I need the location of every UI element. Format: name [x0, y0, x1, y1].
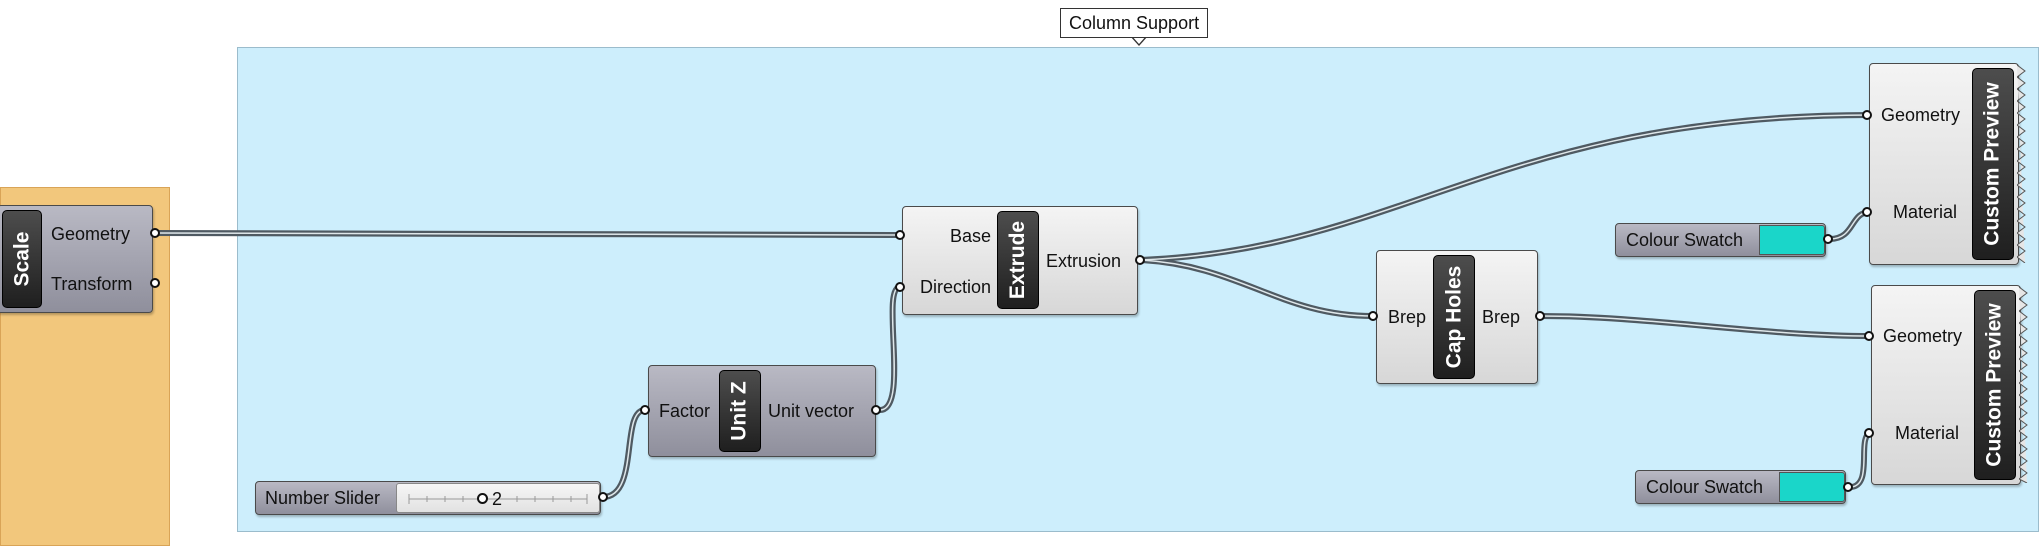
custom-preview-2[interactable]: Geometry Material Custom Preview: [1871, 285, 2021, 485]
wire-unitz-to-extrude: [877, 284, 903, 413]
extrude-nickname-text: Extrude: [1006, 220, 1029, 300]
scale-geometry-grip[interactable]: [150, 228, 160, 238]
extrude-nickname: Extrude: [997, 211, 1039, 309]
extrude-input-direction: Direction: [919, 277, 991, 297]
unit-z-nickname: Unit Z: [719, 370, 761, 452]
preview1-nickname-text: Custom Preview: [1981, 82, 2005, 246]
preview2-nickname: Custom Preview: [1974, 290, 2016, 480]
cap-holes-nickname-text: Cap Holes: [1442, 265, 1466, 369]
preview2-geometry-grip[interactable]: [1864, 331, 1874, 341]
preview2-input-material: Material: [1895, 423, 1960, 443]
cap-holes-input-grip[interactable]: [1368, 311, 1378, 321]
scale-output-transform: Transform: [51, 274, 133, 294]
number-slider-track[interactable]: 2: [396, 483, 600, 513]
wire-extrude-to-caps: [1137, 257, 1376, 319]
column-support-group[interactable]: [237, 47, 2039, 532]
preview1-input-geometry: Geometry: [1881, 105, 1961, 125]
preview1-nickname: Custom Preview: [1972, 68, 2014, 260]
extrude-output-extrusion: Extrusion: [1046, 251, 1122, 271]
preview1-input-material: Material: [1893, 202, 1958, 222]
wire-slider-to-unitz: [600, 407, 648, 500]
extrude-component[interactable]: Extrude Base Direction Extrusion: [902, 206, 1138, 315]
extrude-input-base: Base: [949, 226, 991, 246]
colour-swatch-1-color[interactable]: [1759, 225, 1825, 255]
cap-holes-input-brep: Brep: [1388, 307, 1427, 327]
unit-z-input-factor: Factor: [659, 401, 711, 421]
slider-value: 2: [492, 489, 503, 509]
cap-holes-component[interactable]: Cap Holes Brep Brep: [1376, 250, 1538, 384]
slider-ticks: [408, 494, 588, 504]
scale-nickname: Scale: [2, 210, 42, 308]
colour-swatch-2-output-grip[interactable]: [1843, 482, 1853, 492]
number-slider-output-grip[interactable]: [598, 492, 608, 502]
colour-swatch-2-label: Colour Swatch: [1646, 477, 1764, 497]
extrude-extrusion-grip[interactable]: [1135, 255, 1145, 265]
colour-swatch-2[interactable]: Colour Swatch: [1635, 470, 1846, 504]
custom-preview-1[interactable]: Geometry Material Custom Preview: [1869, 63, 2019, 265]
unit-z-factor-grip[interactable]: [640, 405, 650, 415]
group-title-pointer-fill: [1131, 35, 1147, 44]
colour-swatch-1-output-grip[interactable]: [1823, 234, 1833, 244]
unit-z-output-unit-vector: Unit vector: [768, 401, 855, 421]
colour-swatch-1[interactable]: Colour Swatch: [1615, 223, 1826, 257]
group-title[interactable]: Column Support: [1060, 8, 1209, 38]
number-slider-label: Number Slider: [265, 488, 381, 508]
extrude-direction-grip[interactable]: [895, 282, 905, 292]
cap-holes-nickname: Cap Holes: [1433, 255, 1475, 379]
preview2-material-grip[interactable]: [1864, 428, 1874, 438]
cap-holes-output-brep: Brep: [1482, 307, 1521, 327]
preview1-geometry-grip[interactable]: [1862, 110, 1872, 120]
slider-knob[interactable]: [477, 493, 488, 504]
scale-nickname-text: Scale: [10, 231, 34, 287]
unit-z-nickname-text: Unit Z: [728, 381, 752, 441]
preview1-zigzag-edge: [2017, 65, 2026, 263]
scale-transform-grip[interactable]: [150, 278, 160, 288]
number-slider[interactable]: Number Slider 2: [255, 481, 601, 515]
preview2-input-geometry: Geometry: [1883, 326, 1963, 346]
scale-output-geometry: Geometry: [51, 224, 131, 244]
preview2-nickname-text: Custom Preview: [1983, 303, 2007, 467]
preview2-zigzag-edge: [2019, 287, 2028, 483]
cap-holes-output-grip[interactable]: [1535, 311, 1545, 321]
unit-z-component[interactable]: Unit Z Factor Unit vector: [648, 365, 876, 457]
extrude-base-grip[interactable]: [895, 230, 905, 240]
preview1-material-grip[interactable]: [1862, 207, 1872, 217]
scale-component[interactable]: Scale Geometry Transform: [0, 205, 153, 313]
colour-swatch-2-color[interactable]: [1779, 472, 1845, 502]
colour-swatch-1-label: Colour Swatch: [1626, 230, 1744, 250]
unit-z-unit-vector-grip[interactable]: [871, 405, 881, 415]
